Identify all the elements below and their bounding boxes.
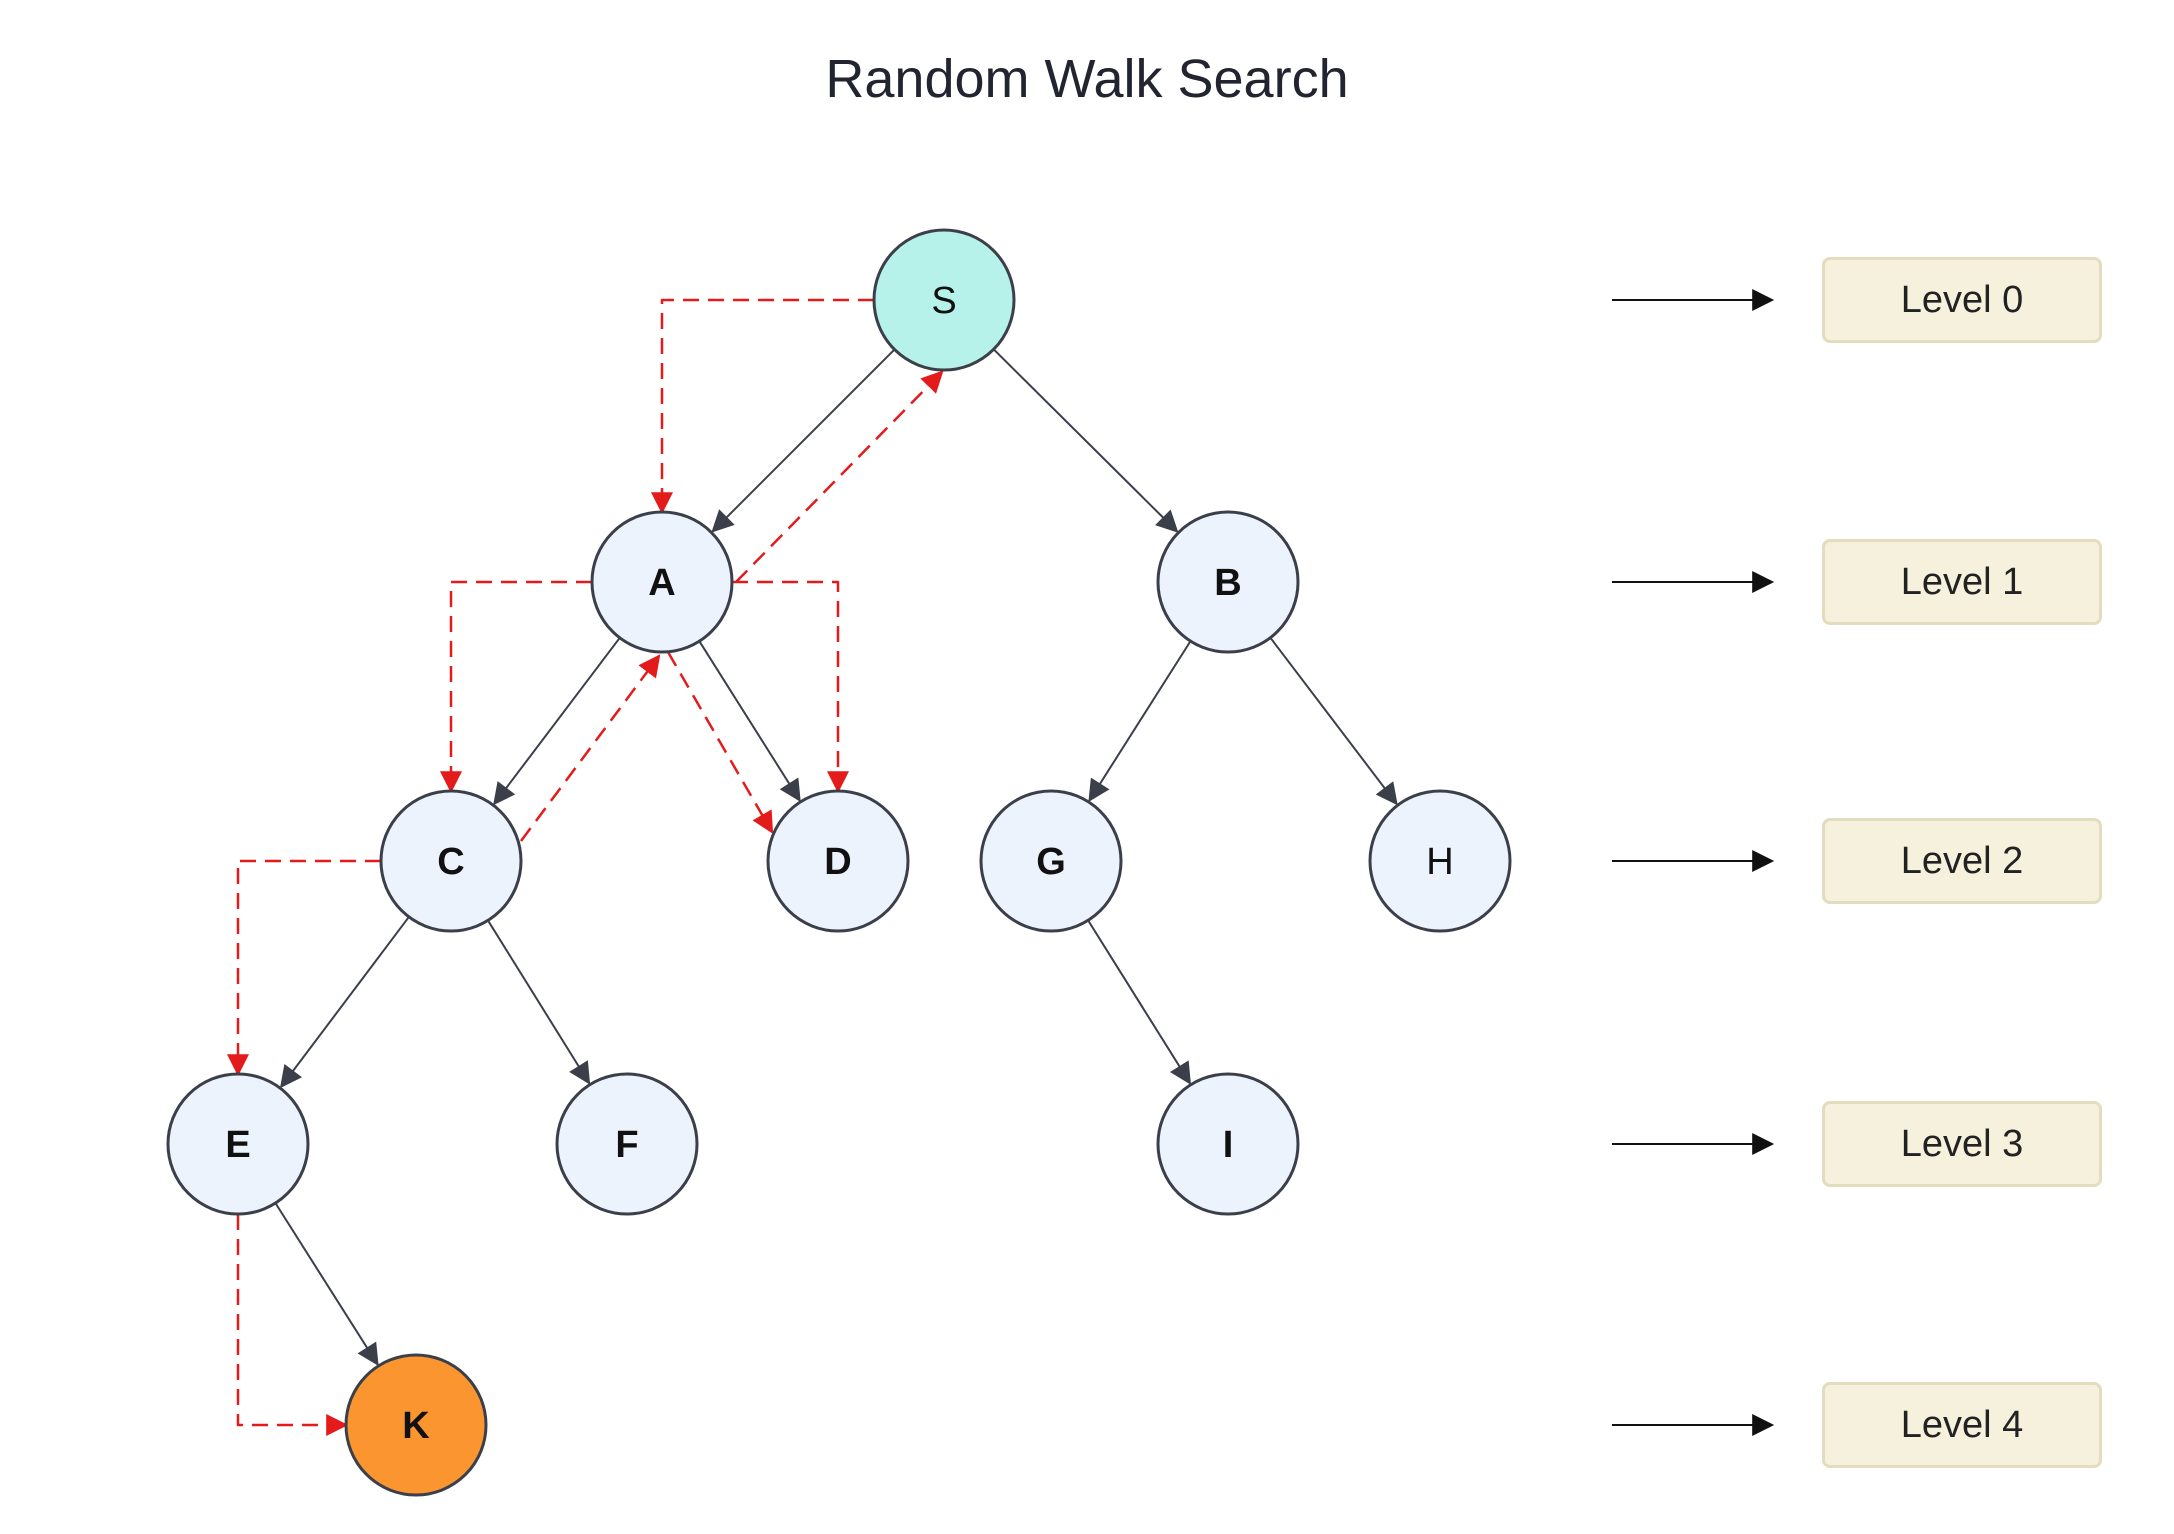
node-circle bbox=[166, 1072, 310, 1216]
level-1-label: Level 1 bbox=[1822, 539, 2102, 625]
node-circle bbox=[1156, 1072, 1300, 1216]
edge-G-I bbox=[1087, 919, 1191, 1085]
node-F: F bbox=[555, 1072, 699, 1216]
level-4-label: Level 4 bbox=[1822, 1382, 2102, 1468]
node-circle bbox=[590, 510, 734, 654]
node-label: A bbox=[648, 562, 675, 604]
edge-C-F bbox=[487, 919, 591, 1085]
walk-step-7-C-E bbox=[227, 859, 381, 1077]
node-A: A bbox=[590, 510, 734, 654]
node-circle bbox=[555, 1072, 699, 1216]
node-circle bbox=[344, 1353, 488, 1497]
node-label: F bbox=[615, 1124, 638, 1166]
node-G: G bbox=[979, 789, 1123, 933]
node-label: C bbox=[437, 841, 464, 883]
node-label: E bbox=[225, 1124, 250, 1166]
edge-S-B bbox=[992, 348, 1179, 533]
walk-step-6-C-A bbox=[519, 654, 661, 842]
node-circle bbox=[379, 789, 523, 933]
edge-B-G bbox=[1088, 640, 1192, 803]
edge-A-D bbox=[698, 640, 801, 802]
node-label: S bbox=[931, 280, 956, 322]
walk-step-5-A-D bbox=[732, 580, 849, 794]
level-0-label: Level 0 bbox=[1822, 257, 2102, 343]
node-B: B bbox=[1156, 510, 1300, 654]
walk-step-1-S-A bbox=[651, 298, 874, 515]
edge-B-H bbox=[1269, 637, 1398, 806]
walk-step-3-A-C bbox=[440, 580, 592, 794]
node-S: S bbox=[872, 228, 1016, 372]
node-circle bbox=[1368, 789, 1512, 933]
node-circle bbox=[1156, 510, 1300, 654]
edge-E-K bbox=[274, 1202, 379, 1367]
edge-S-A bbox=[711, 348, 896, 533]
node-I: I bbox=[1156, 1072, 1300, 1216]
node-circle bbox=[766, 789, 910, 933]
node-label: B bbox=[1214, 562, 1241, 604]
node-label: H bbox=[1426, 841, 1453, 883]
node-H: H bbox=[1368, 789, 1512, 933]
node-label: K bbox=[402, 1405, 430, 1447]
node-circle bbox=[872, 228, 1016, 372]
walk-step-4-A-D bbox=[666, 651, 774, 834]
node-C: C bbox=[379, 789, 523, 933]
node-label: G bbox=[1036, 841, 1066, 883]
node-D: D bbox=[766, 789, 910, 933]
level-2-label: Level 2 bbox=[1822, 818, 2102, 904]
node-E: E bbox=[166, 1072, 310, 1216]
diagram-title: Random Walk Search bbox=[825, 49, 1349, 109]
node-label: I bbox=[1223, 1124, 1234, 1166]
node-K: K bbox=[344, 1353, 488, 1497]
edge-A-C bbox=[493, 637, 621, 806]
walk-step-8-E-K bbox=[236, 1214, 349, 1436]
node-label: D bbox=[824, 841, 851, 883]
level-3-label: Level 3 bbox=[1822, 1101, 2102, 1187]
node-circle bbox=[979, 789, 1123, 933]
edge-C-E bbox=[279, 916, 410, 1089]
